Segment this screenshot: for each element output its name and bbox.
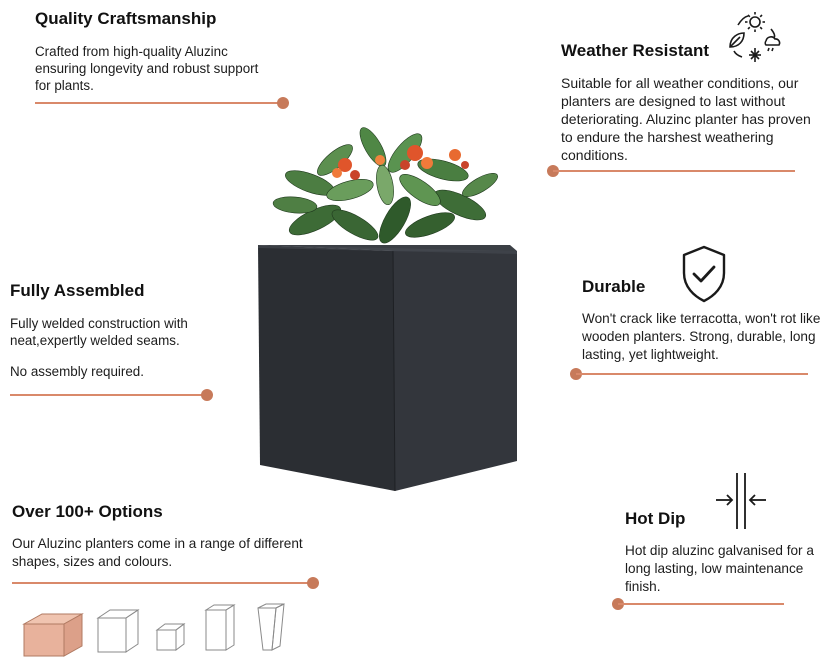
quality-title: Quality Craftsmanship [35,9,217,28]
trough-shape-icon [22,613,84,657]
planter-shapes [20,600,300,662]
options-dot [307,577,319,589]
assembled-divider [10,394,206,396]
assembled-title: Fully Assembled [10,281,145,300]
assembled-text-2: No assembly required. [10,364,144,379]
durable-divider [576,373,808,375]
hotdip-divider [618,603,784,605]
durable-title: Durable [582,277,646,296]
compression-arrows-icon [714,472,768,530]
weather-title: Weather Resistant [561,41,710,60]
assembled-dot [201,389,213,401]
options-title: Over 100+ Options [12,502,163,521]
shield-check-icon [681,245,727,303]
hotdip-text: Hot dip aluzinc galvanised for a long la… [625,543,814,594]
tall-square-shape-icon [204,604,236,651]
assembled-text: Fully welded construction with neat,expe… [10,316,188,348]
planter-product-image [255,125,525,493]
plant-flowers [332,145,469,180]
small-cube-shape-icon [155,623,186,651]
options-divider [12,582,312,584]
quality-divider [35,102,281,104]
quality-text: Crafted from high-quality Aluzinc ensuri… [35,44,259,93]
plant-foliage [272,127,498,244]
weather-text: Suitable for all weather conditions, our… [561,75,811,163]
cube-shape-icon [96,609,140,653]
durable-text: Won't crack like terracotta, won't rot l… [582,311,821,362]
quality-dot [277,97,289,109]
hotdip-title: Hot Dip [625,509,686,528]
options-text: Our Aluzinc planters come in a range of … [12,536,303,569]
weather-cycle-icon [726,11,784,65]
planter-cube [258,245,517,492]
tapered-shape-icon [257,603,285,651]
weather-divider [553,170,795,172]
